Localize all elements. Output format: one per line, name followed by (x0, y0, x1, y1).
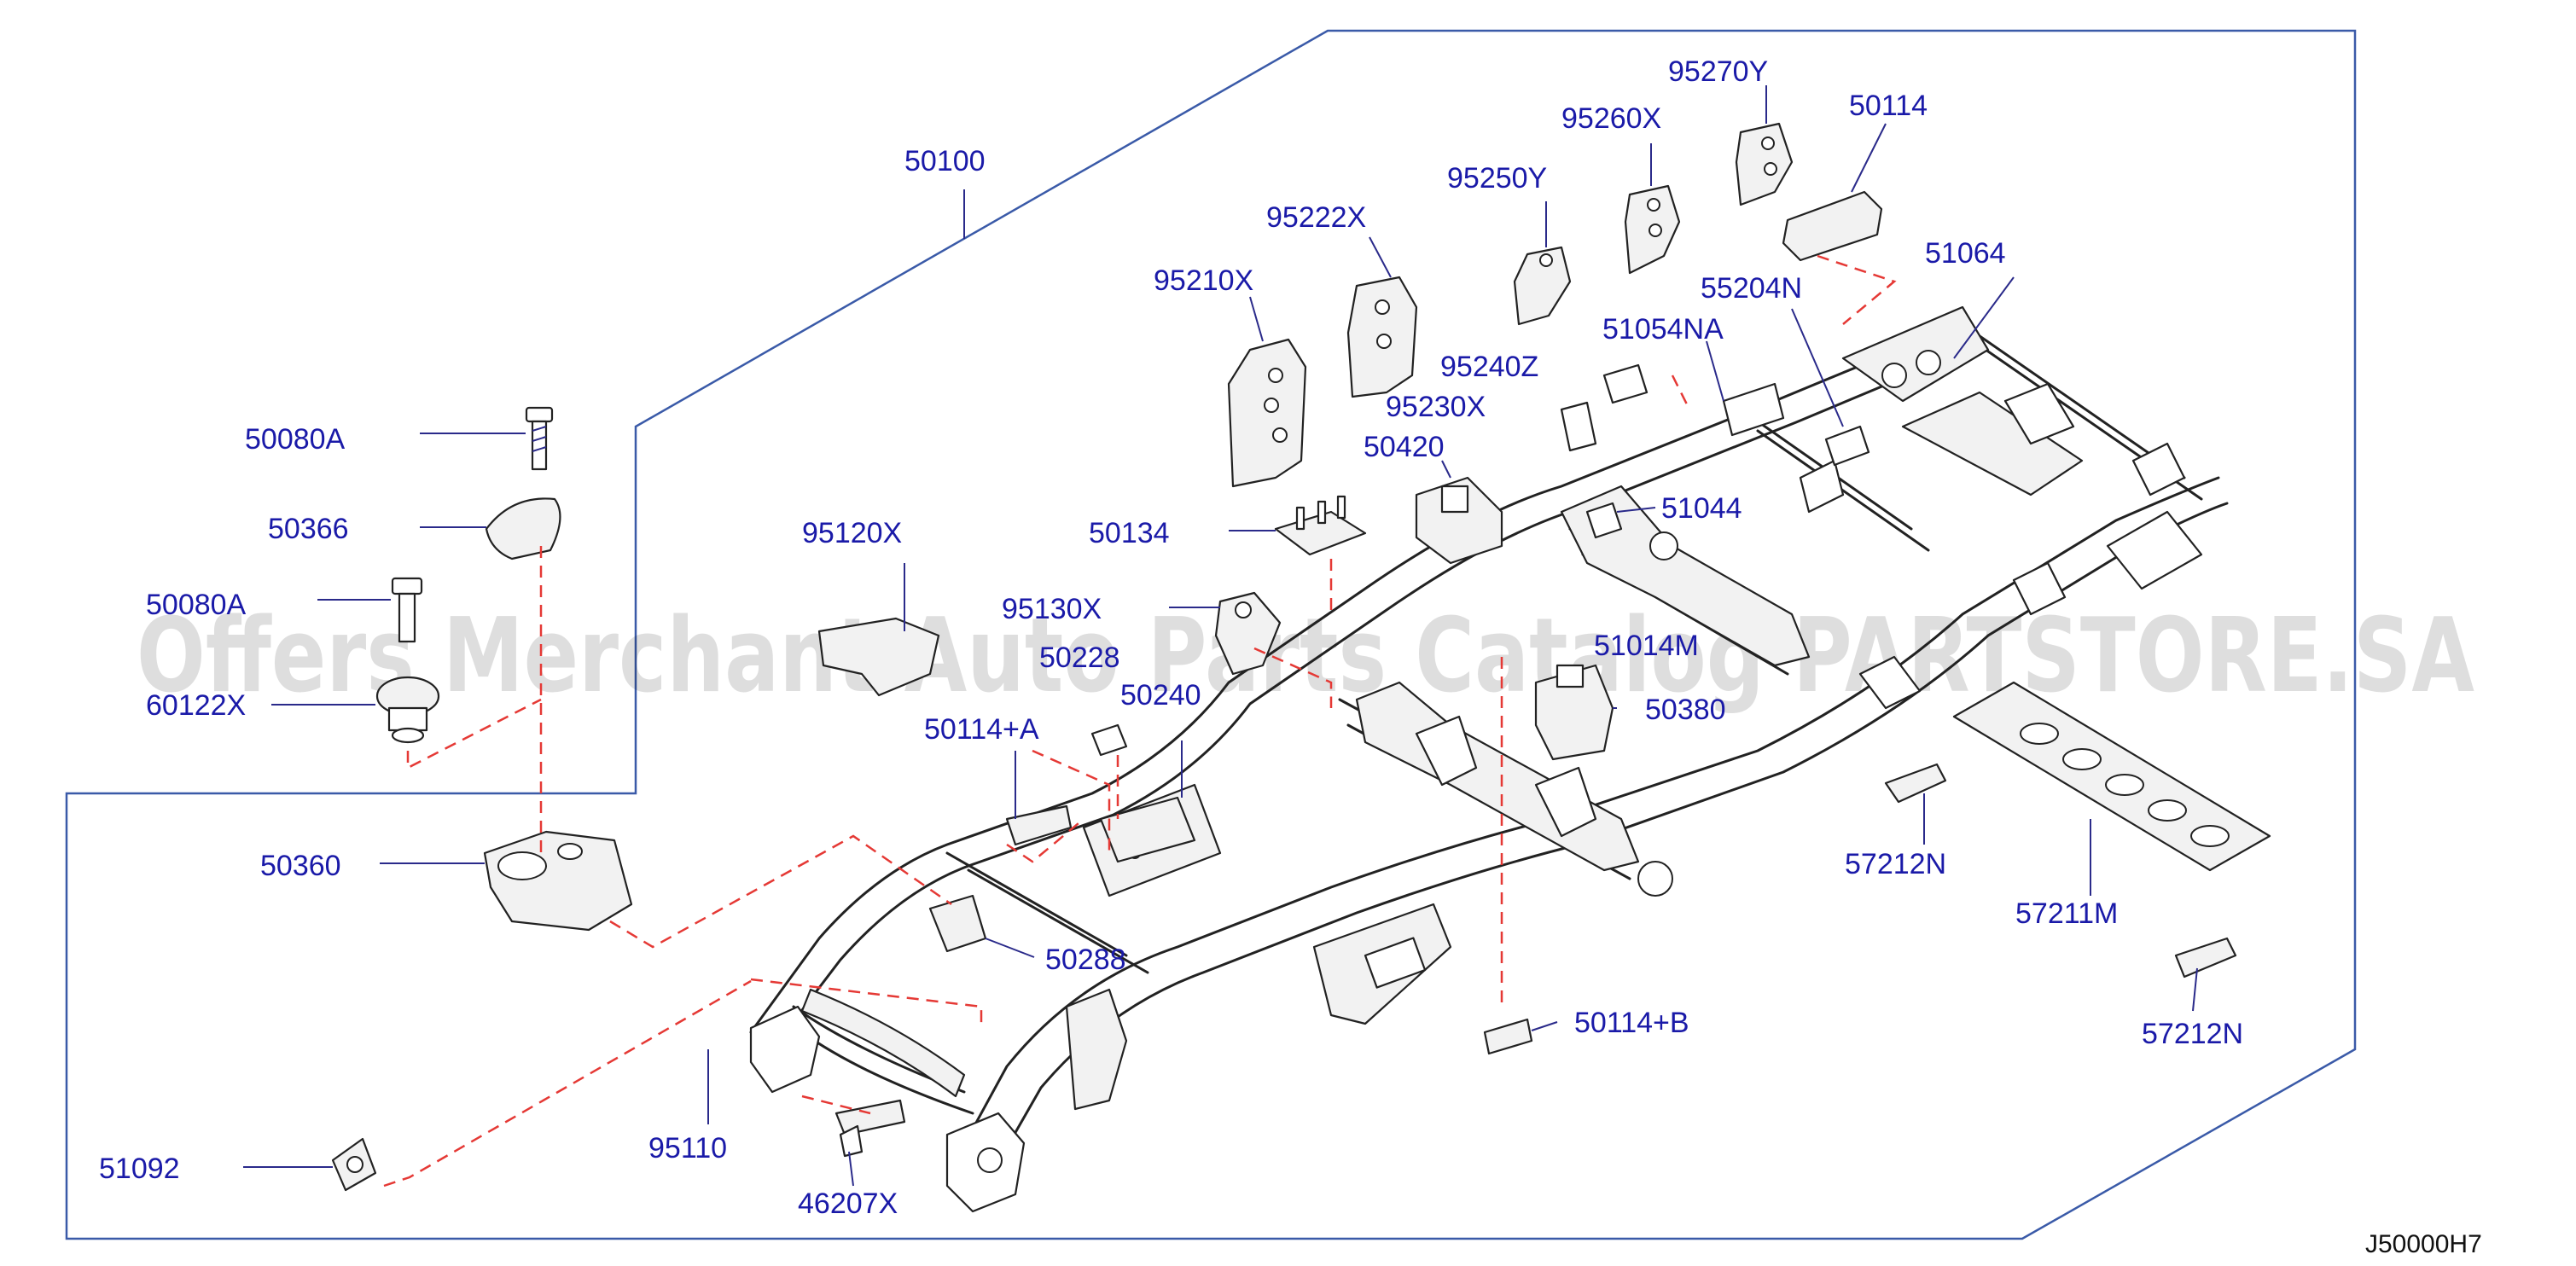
callout-50100: 50100 (904, 145, 986, 177)
callout-95222x: 95222X (1266, 201, 1366, 234)
bolt-50080a-lower (391, 577, 423, 643)
callout-51054na: 51054NA (1602, 313, 1724, 346)
callout-95120x: 95120X (802, 517, 902, 549)
callout-50114-b: 50114+B (1574, 1007, 1689, 1039)
bracket-95270y (1735, 122, 1794, 206)
bracket-50114 (1782, 190, 1883, 262)
callout-50134: 50134 (1089, 517, 1170, 549)
clip-50228 (1090, 723, 1128, 757)
callout-57212n-upper: 57212N (1845, 848, 1946, 880)
bracket-50380 (1534, 664, 1614, 761)
bracket-95250y (1513, 246, 1572, 326)
callout-50366: 50366 (268, 513, 349, 545)
bracket-50114-a (1005, 804, 1073, 846)
bracket-50134 (1274, 495, 1367, 556)
callout-labels: 50100 95270Y 50114 95260X 95250Y 95222X … (99, 55, 2243, 1220)
callout-50080a-lower: 50080A (146, 589, 247, 621)
bracket-50420 (1415, 476, 1503, 565)
callout-50114: 50114 (1849, 90, 1928, 122)
callout-95110: 95110 (648, 1132, 727, 1164)
leader-lines (243, 85, 2198, 1187)
assembly-boundary (65, 29, 2357, 1240)
guard-57212n-lower (2174, 937, 2237, 979)
callout-55204n: 55204N (1701, 272, 1802, 305)
callout-50288: 50288 (1045, 944, 1126, 976)
callout-51092: 51092 (99, 1153, 180, 1185)
callout-51064: 51064 (1925, 237, 2006, 270)
bracket-50360 (483, 830, 633, 932)
watermark: Offers Merchant Auto Parts Catalog PARTS… (137, 597, 2474, 716)
bracket-55204n (1824, 425, 1870, 467)
callout-60122x: 60122X (146, 689, 246, 722)
diagram-ref-code: J50000H7 (2365, 1230, 2482, 1258)
callout-50420: 50420 (1364, 431, 1445, 463)
clip-95230x (1560, 401, 1597, 452)
callout-50240: 50240 (1120, 679, 1201, 711)
callout-95230x: 95230X (1386, 391, 1486, 423)
callout-57211m: 57211M (2015, 897, 2118, 930)
callout-95250y: 95250Y (1447, 162, 1547, 195)
bracket-50288 (928, 894, 987, 953)
callout-46207x: 46207X (798, 1188, 898, 1220)
plate-51092 (331, 1137, 377, 1192)
callout-51014m: 51014M (1594, 630, 1699, 662)
ladder-frame (749, 305, 2229, 1213)
callout-95270y: 95270Y (1668, 55, 1768, 88)
callout-57212n-lower: 57212N (2142, 1018, 2243, 1050)
skid-plate-57211m (1952, 681, 2271, 872)
clip-46207x (834, 1099, 906, 1136)
bolt-50080a-upper (525, 406, 554, 471)
callout-50114-a: 50114+A (924, 713, 1039, 746)
callout-50080a-upper: 50080A (245, 423, 346, 456)
callout-95130x: 95130X (1002, 593, 1102, 625)
bracket-95120x (817, 617, 940, 697)
callout-50228: 50228 (1039, 642, 1120, 674)
callout-51044: 51044 (1661, 492, 1742, 525)
guard-57212n-upper (1884, 763, 1947, 804)
callout-50380: 50380 (1645, 694, 1726, 726)
clip-51054na (1602, 363, 1649, 404)
bracket-50240 (1099, 796, 1196, 863)
callout-95260x: 95260X (1561, 102, 1661, 135)
dashed-connectors (383, 254, 1897, 1188)
mount-60122x (375, 676, 440, 744)
cap-50366 (485, 497, 561, 560)
callout-95210x: 95210X (1154, 264, 1253, 297)
bracket-95210x (1227, 338, 1307, 488)
bracket-50114-b (1483, 1018, 1533, 1055)
callout-50360: 50360 (260, 850, 341, 882)
callout-95240z: 95240Z (1440, 351, 1538, 383)
bracket-51044 (1585, 502, 1623, 539)
